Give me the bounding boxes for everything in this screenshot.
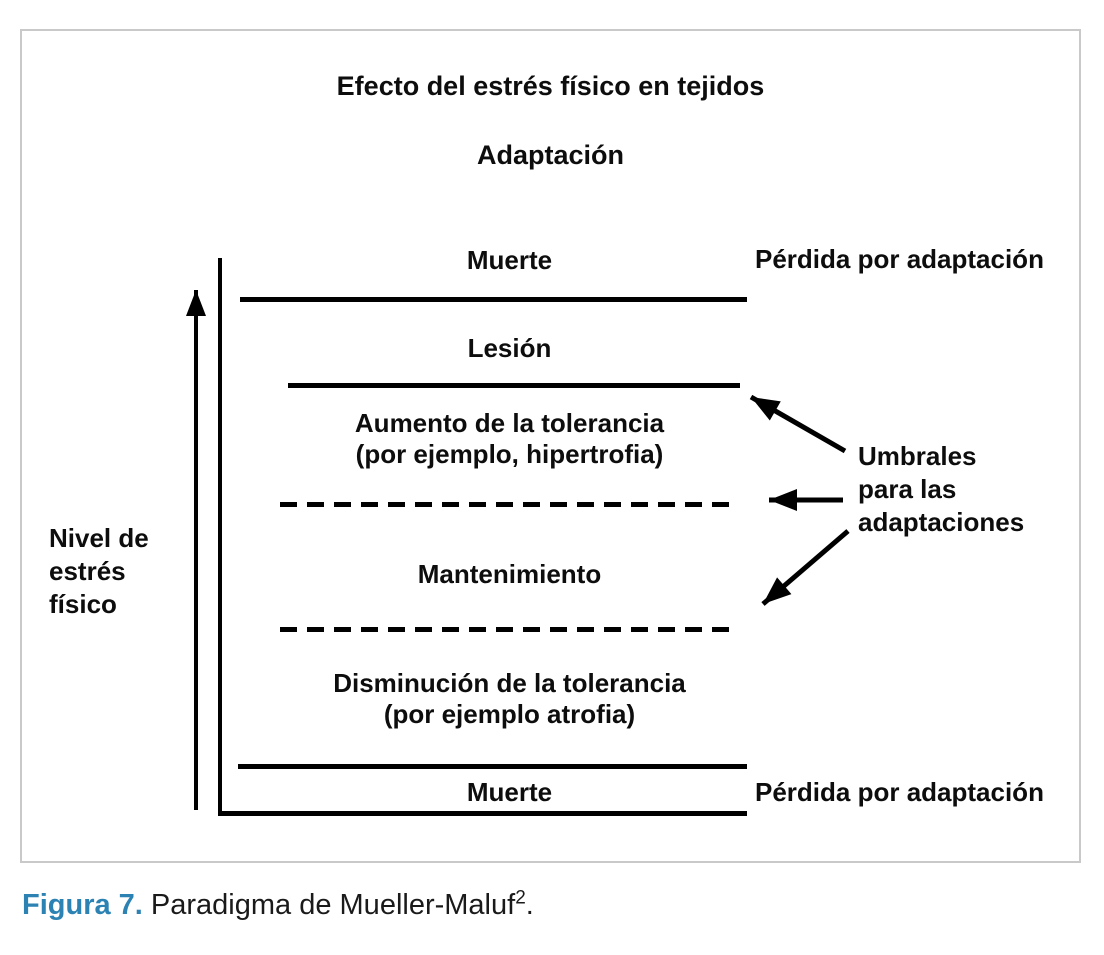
figure-caption-period: .: [525, 889, 534, 921]
y-axis-label-line1: Nivel de: [49, 523, 149, 553]
y-axis-label-line3: físico: [49, 589, 117, 619]
figure-panel: Efecto del estrés físico en tejidos Adap…: [20, 29, 1081, 863]
zone-aumento-line2: (por ejemplo, hipertrofia): [355, 439, 664, 469]
y-axis-line: [218, 258, 222, 815]
y-axis-label: Nivel de estrés físico: [49, 522, 149, 621]
threshold-arrow-upper-icon: [749, 394, 847, 454]
zone-lesion: Lesión: [467, 333, 552, 363]
zone-aumento: Aumento de la tolerancia (por ejemplo, h…: [257, 408, 762, 470]
zone-aumento-line1: Aumento de la tolerancia: [354, 408, 665, 438]
y-axis-label-line2: estrés: [49, 556, 126, 586]
zone-muerte-bottom: Muerte: [466, 777, 553, 807]
zone-muerte-top: Muerte: [466, 245, 553, 275]
perdida-adaptacion-bottom-label: Pérdida por adaptación: [755, 777, 1044, 807]
zone-disminucion-line2: (por ejemplo atrofia): [383, 699, 636, 729]
figure-caption-reference: 2: [515, 887, 526, 909]
umbrales-label-line2: para las: [858, 474, 957, 504]
umbrales-label-line1: Umbrales: [858, 441, 977, 471]
zone-disminucion: Disminución de la tolerancia (por ejempl…: [257, 668, 762, 730]
threshold-dashed-line-upper: [280, 502, 739, 507]
figure-caption-text: Paradigma de Mueller-Maluf: [142, 889, 516, 921]
zone-mantenimiento: Mantenimiento: [417, 559, 602, 589]
muerte-top-boundary-line: [240, 297, 747, 302]
perdida-adaptacion-top-label: Pérdida por adaptación: [755, 244, 1044, 274]
figure-caption: Figura 7. Paradigma de Mueller-Maluf2.: [22, 887, 534, 922]
threshold-dashed-line-lower: [280, 627, 739, 632]
figure-title: Efecto del estrés físico en tejidos: [336, 71, 765, 101]
umbrales-label-line3: adaptaciones: [858, 507, 1025, 537]
figure-subtitle: Adaptación: [476, 140, 624, 170]
umbrales-label: Umbrales para las adaptaciones: [858, 440, 1024, 539]
muerte-bottom-boundary-line: [238, 764, 747, 769]
zone-disminucion-line1: Disminución de la tolerancia: [333, 668, 686, 698]
threshold-arrow-lower-icon: [761, 529, 850, 606]
x-axis-line: [218, 811, 747, 816]
figure-caption-number: Figura 7.: [22, 889, 143, 921]
lesion-boundary-line: [288, 383, 740, 388]
